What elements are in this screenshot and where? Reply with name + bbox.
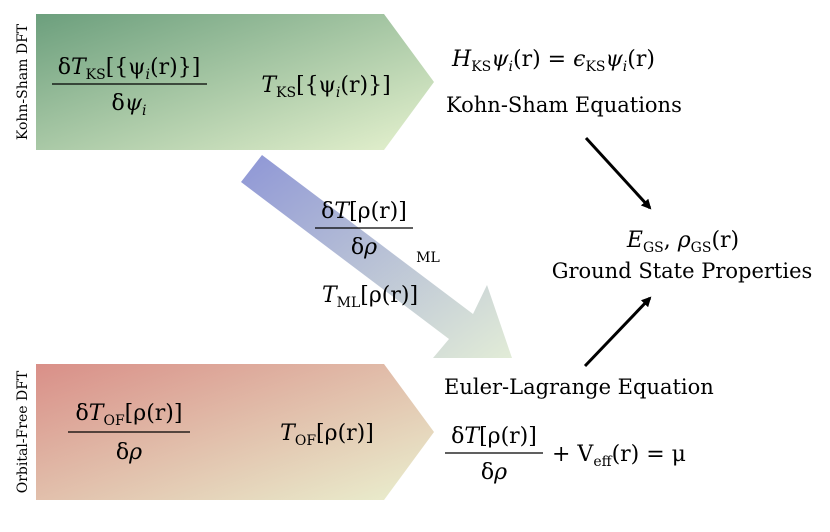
ml-arrow xyxy=(241,155,512,358)
svg-text:δT[ρ(r)]: δT[ρ(r)] xyxy=(321,199,407,224)
svg-text:δψi: δψi xyxy=(112,91,147,119)
ks-equation: HKSψi(r) = ϵKSψi(r) xyxy=(451,47,655,75)
svg-text:δρ: δρ xyxy=(116,440,142,465)
el-equation: δT[ρ(r)] δρ + Veff(r) = μ xyxy=(445,424,686,485)
svg-text:+ Veff(r) = μ: + Veff(r) = μ xyxy=(552,442,686,470)
ml-functional: TML[ρ(r)] xyxy=(322,283,418,311)
svg-text:δT[ρ(r)]: δT[ρ(r)] xyxy=(451,424,537,449)
ks-functional: TKS[{ψi(r)}] xyxy=(261,73,390,101)
ks-equation-caption: Kohn-Sham Equations xyxy=(446,93,682,117)
ks-chevron xyxy=(36,14,434,150)
of-side-label: Orbital-Free DFT xyxy=(15,370,31,493)
ks-side-label: Kohn-Sham DFT xyxy=(15,23,31,140)
el-to-gs-arrow xyxy=(583,296,652,368)
of-derivative-fraction: δTOF[ρ(r)] δρ xyxy=(68,401,190,465)
of-chevron xyxy=(36,364,434,500)
ks-derivative-fraction: δTKS[{ψi(r)}] δψi xyxy=(52,55,207,119)
gs-caption: Ground State Properties xyxy=(552,259,813,283)
of-functional: TOF[ρ(r)] xyxy=(280,421,374,449)
svg-text:δTKS[{ψi(r)}]: δTKS[{ψi(r)}] xyxy=(58,55,201,83)
svg-text:δρ: δρ xyxy=(351,235,377,260)
svg-text:δρ: δρ xyxy=(481,460,507,485)
svg-text:ML: ML xyxy=(416,250,440,266)
el-caption: Euler-Lagrange Equation xyxy=(444,375,714,399)
ks-to-gs-arrow xyxy=(584,136,652,210)
ml-derivative-fraction: δT[ρ(r)] δρ ML xyxy=(315,199,440,266)
gs-quantities: EGS, ρGS(r) xyxy=(626,228,739,256)
svg-text:δTOF[ρ(r)]: δTOF[ρ(r)] xyxy=(76,401,183,429)
